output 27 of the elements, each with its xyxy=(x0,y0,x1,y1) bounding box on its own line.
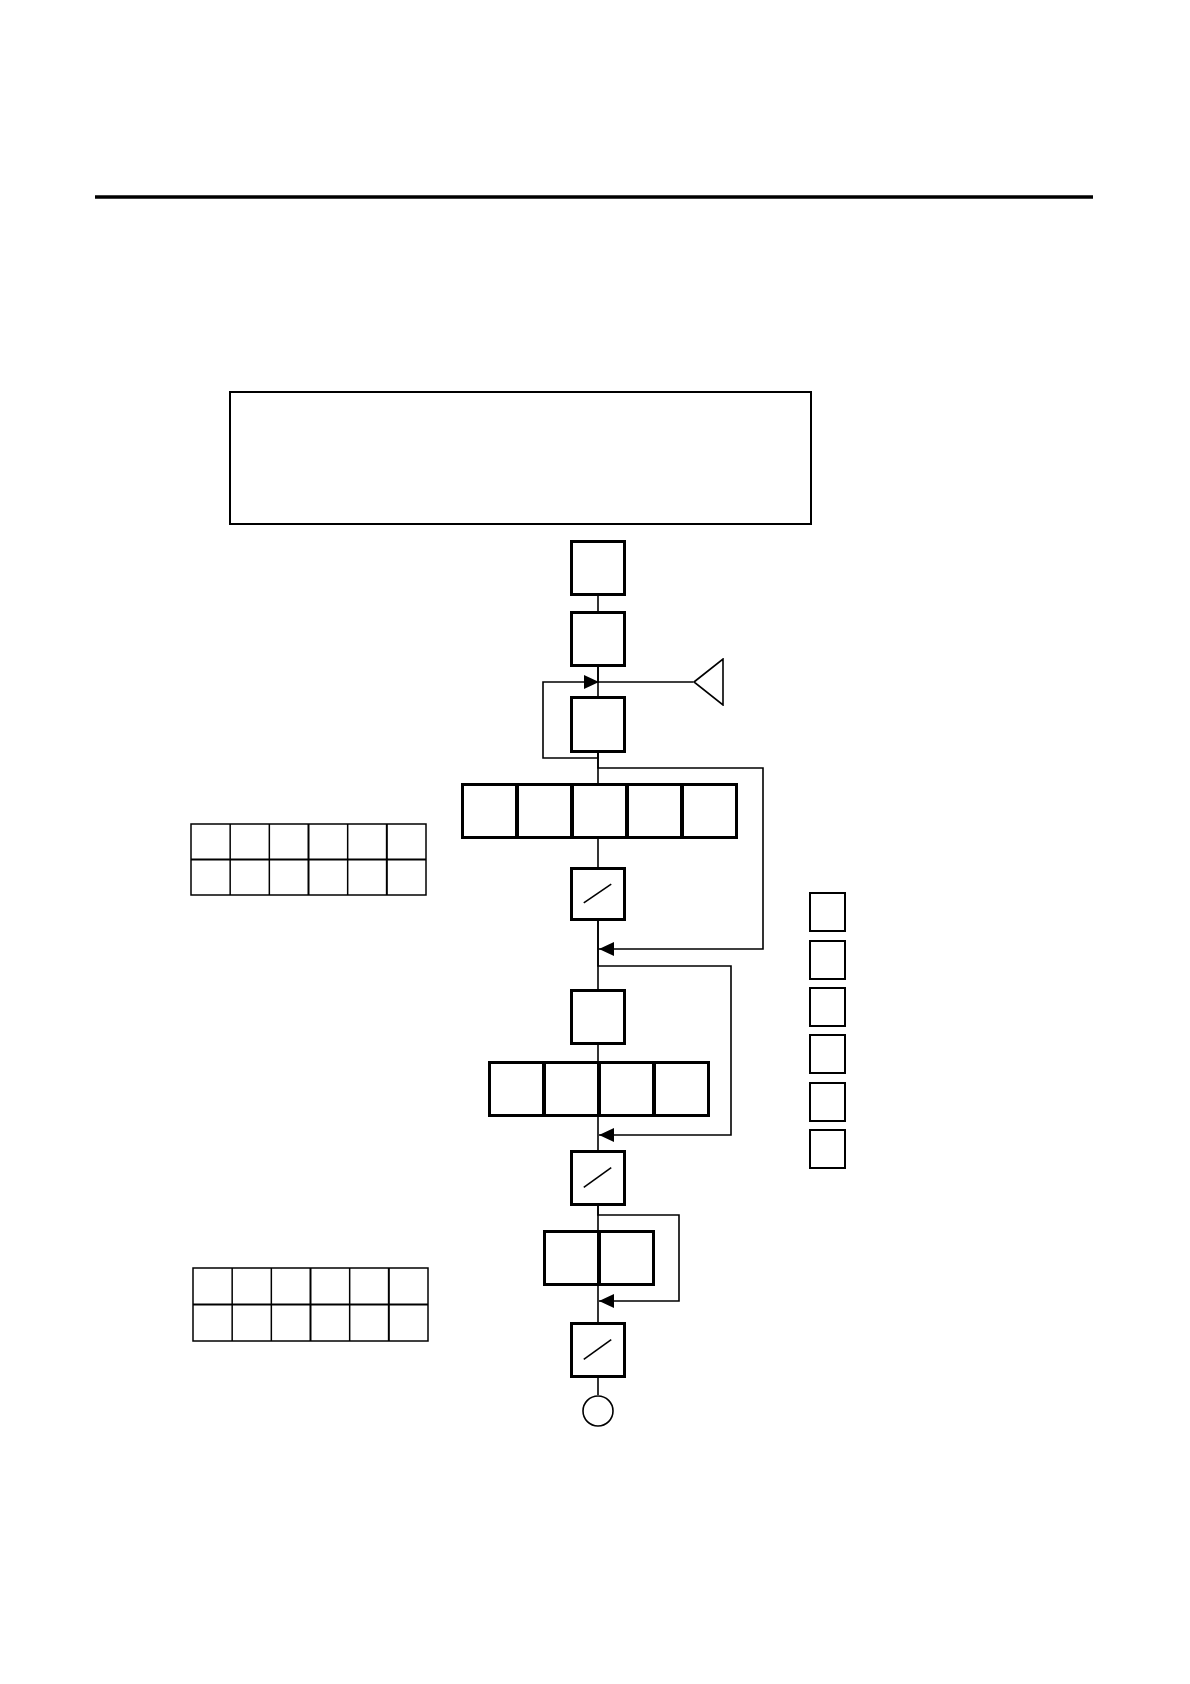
empty-box xyxy=(809,940,846,980)
connector-line xyxy=(597,1377,599,1396)
connector-line xyxy=(597,1285,599,1323)
slashed-box xyxy=(570,1322,626,1378)
arrow xyxy=(542,675,600,759)
frame-box xyxy=(229,391,812,525)
connector-line xyxy=(597,595,599,612)
connector-line xyxy=(597,838,599,868)
connector-line xyxy=(597,666,694,683)
empty-box xyxy=(809,1129,846,1169)
empty-box xyxy=(809,1082,846,1122)
arrow xyxy=(597,1205,680,1308)
slashed-box xyxy=(570,1150,626,1206)
arrow xyxy=(597,752,764,956)
empty-box xyxy=(809,987,846,1027)
empty-box xyxy=(570,540,626,596)
empty-box xyxy=(809,892,846,932)
circle-symbol xyxy=(582,1395,614,1427)
empty-box xyxy=(809,1034,846,1074)
connector-line xyxy=(597,1044,599,1062)
connector-line xyxy=(597,1116,599,1151)
empty-box xyxy=(570,696,626,753)
arrow xyxy=(597,920,732,1142)
triangle-symbol xyxy=(693,658,724,706)
empty-box xyxy=(570,989,626,1045)
empty-box xyxy=(570,611,626,667)
slashed-box xyxy=(570,867,626,921)
